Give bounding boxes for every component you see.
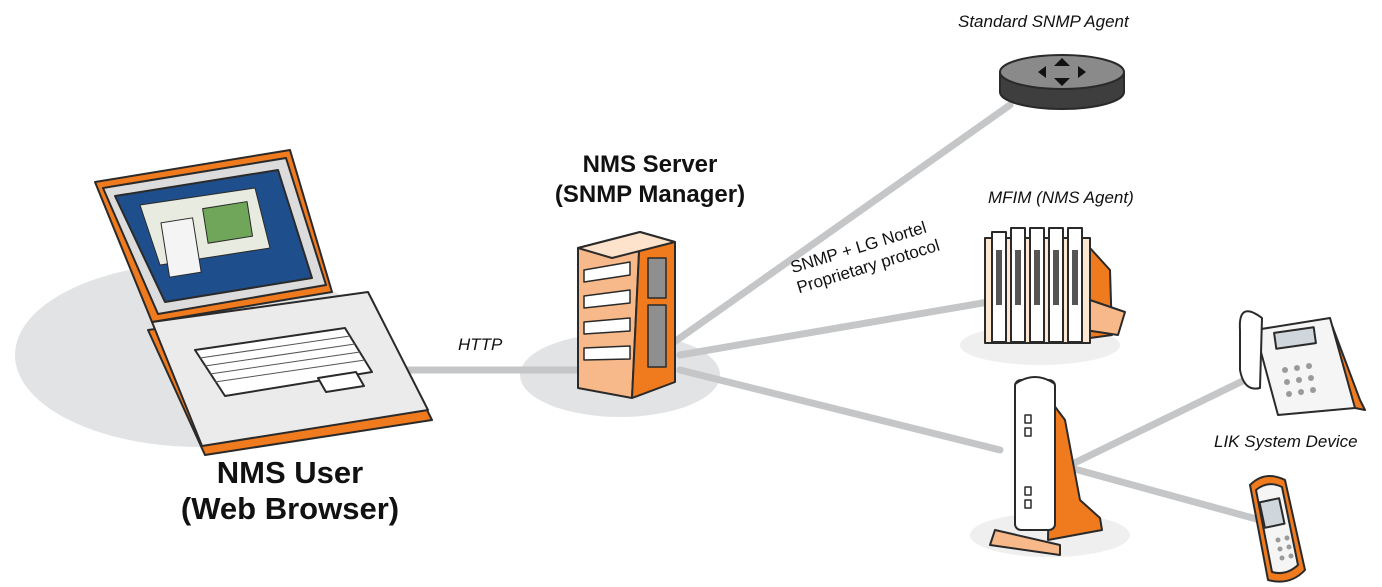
router-icon [999, 54, 1125, 110]
lik-system-tower-icon [989, 376, 1103, 556]
link-to-snmp-agent [666, 101, 1014, 349]
server-tower-icon [577, 231, 676, 399]
mobile-handset-icon [1249, 475, 1306, 583]
mfim-label: MFIM (NMS Agent) [988, 188, 1134, 207]
nms-user-subtitle: (Web Browser) [180, 491, 400, 526]
laptop-icon [94, 149, 433, 456]
desk-phone-icon [1238, 310, 1366, 416]
link-to-desk-phone [1056, 371, 1259, 474]
nms-server-title: NMS Server [582, 151, 718, 178]
snmp-agent-label: Standard SNMP Agent [958, 12, 1129, 31]
link-to-lik-system [676, 366, 1004, 454]
nms-user-title: NMS User [216, 455, 364, 490]
nms-server-label: NMS Server (SNMP Manager) [520, 150, 780, 210]
link-to-mfim [676, 296, 1004, 359]
nms-user-label: NMS User (Web Browser) [150, 455, 430, 527]
connection-links [396, 101, 1264, 524]
http-link-label: HTTP [458, 335, 503, 354]
mfim-chassis-icon [984, 227, 1126, 344]
lik-device-label: LIK System Device [1214, 432, 1358, 451]
link-to-mobile [1056, 461, 1264, 524]
nms-server-subtitle: (SNMP Manager) [554, 181, 746, 208]
